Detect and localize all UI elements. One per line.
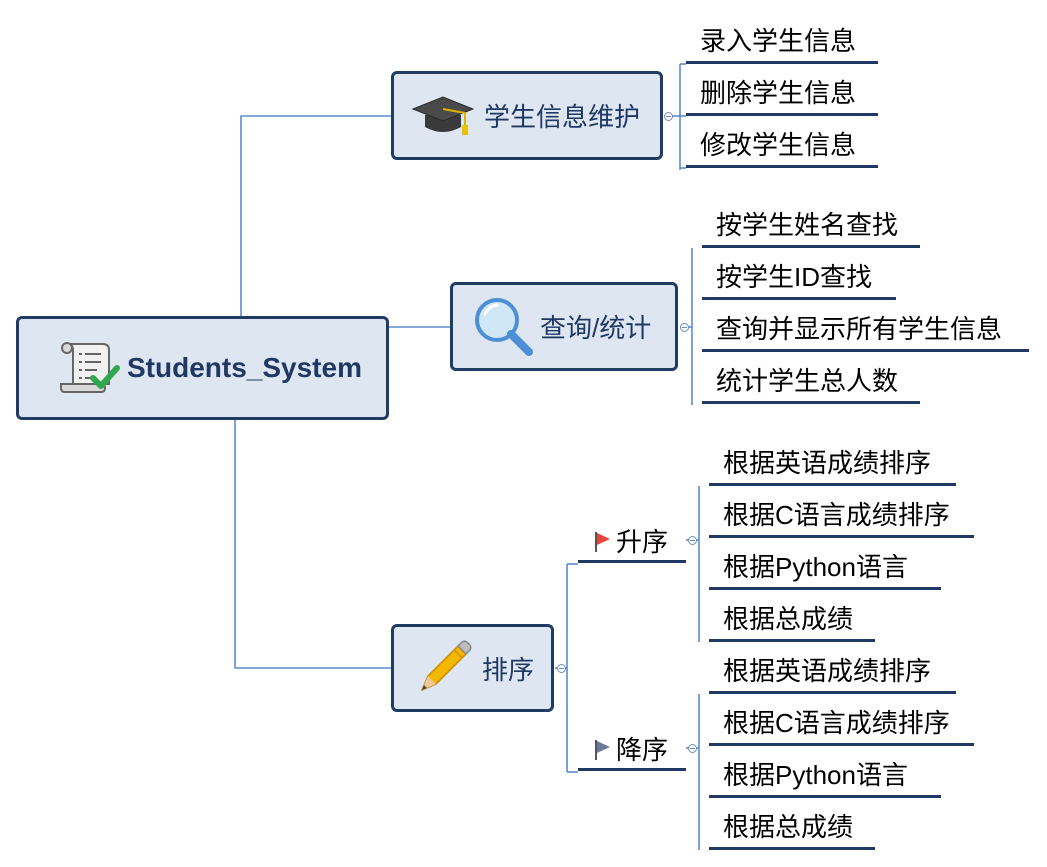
- collapse-toggle[interactable]: [557, 664, 566, 673]
- collapse-toggle[interactable]: [688, 536, 697, 545]
- leaf-item[interactable]: 查询并显示所有学生信息: [702, 312, 1029, 352]
- leaf-item[interactable]: 按学生ID查找: [702, 260, 896, 300]
- magnifier-icon: [475, 297, 533, 356]
- branch-label: 学生信息维护: [484, 102, 641, 132]
- collapse-toggle[interactable]: [664, 112, 673, 121]
- branch-label: 查询/统计: [540, 313, 652, 343]
- branch-sort[interactable]: 排序: [391, 624, 554, 712]
- gray-flag-icon: [595, 739, 610, 760]
- leaf-item[interactable]: 统计学生总人数: [702, 364, 920, 404]
- leaf-item[interactable]: 删除学生信息: [686, 76, 878, 116]
- leaf-item[interactable]: 根据Python语言: [709, 550, 941, 590]
- leaf-item[interactable]: 根据英语成绩排序: [709, 446, 956, 486]
- branch-student-info-maintenance[interactable]: 学生信息维护: [391, 71, 663, 160]
- leaf-item[interactable]: 根据C语言成绩排序: [709, 706, 974, 746]
- collapse-toggle[interactable]: [688, 744, 697, 753]
- branch-label: 排序: [482, 654, 535, 685]
- leaf-item[interactable]: 根据总成绩: [709, 810, 875, 850]
- leaf-item[interactable]: 根据Python语言: [709, 758, 941, 798]
- subgroup-ascending[interactable]: 升序: [578, 523, 686, 563]
- subgroup-label: 升序: [616, 526, 669, 557]
- root-label: Students_System: [127, 352, 362, 383]
- leaf-item[interactable]: 根据总成绩: [709, 602, 875, 642]
- checklist-scroll-icon: [60, 342, 120, 393]
- graduation-cap-icon: [411, 95, 475, 135]
- collapse-toggle[interactable]: [680, 323, 689, 332]
- leaf-item[interactable]: 按学生姓名查找: [702, 208, 920, 248]
- red-flag-icon: [595, 531, 610, 552]
- subgroup-label: 降序: [616, 734, 669, 765]
- leaf-item[interactable]: 根据英语成绩排序: [709, 654, 956, 694]
- branch-query-statistics[interactable]: 查询/统计: [450, 282, 678, 371]
- root-node[interactable]: Students_System: [16, 316, 389, 420]
- leaf-item[interactable]: 根据C语言成绩排序: [709, 498, 974, 538]
- leaf-item[interactable]: 录入学生信息: [686, 24, 878, 64]
- subgroup-descending[interactable]: 降序: [578, 731, 686, 771]
- leaf-item[interactable]: 修改学生信息: [686, 128, 878, 168]
- pencil-icon: [420, 640, 472, 692]
